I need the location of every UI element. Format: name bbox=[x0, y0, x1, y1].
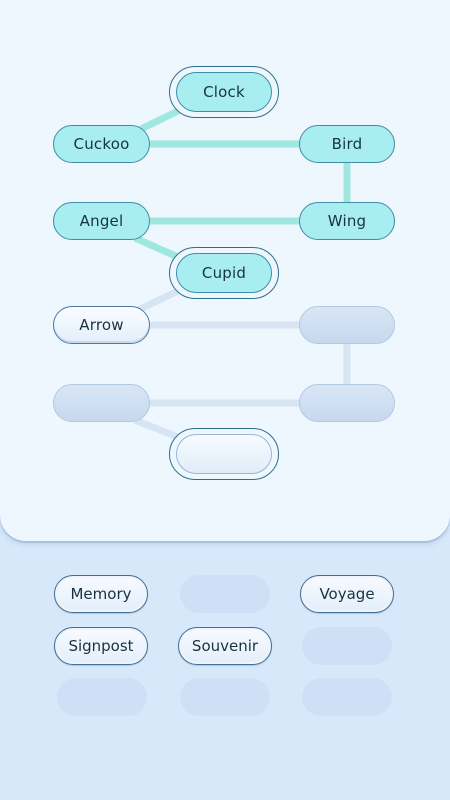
tile-empty-slot bbox=[180, 678, 270, 716]
node-cupid[interactable]: Cupid bbox=[176, 253, 272, 293]
node-clock[interactable]: Clock bbox=[176, 72, 272, 112]
tile-voyage[interactable]: Voyage bbox=[300, 575, 394, 613]
tile-memory[interactable]: Memory bbox=[54, 575, 148, 613]
node-blank-4[interactable] bbox=[176, 434, 272, 474]
node-blank-1[interactable] bbox=[299, 306, 395, 344]
tile-empty-slot bbox=[302, 678, 392, 716]
tile-empty-slot bbox=[302, 627, 392, 665]
link-blank3-blank4 bbox=[133, 416, 182, 442]
tile-signpost[interactable]: Signpost bbox=[54, 627, 148, 665]
tile-empty-slot bbox=[57, 678, 147, 716]
node-bird[interactable]: Bird bbox=[299, 125, 395, 163]
node-blank-2[interactable] bbox=[299, 384, 395, 422]
connection-lines bbox=[133, 106, 351, 442]
node-wing[interactable]: Wing bbox=[299, 202, 395, 240]
node-angel[interactable]: Angel bbox=[53, 202, 150, 240]
puzzle-board: Clock Cuckoo Bird Angel Wing Cupid Arrow bbox=[0, 0, 450, 541]
tile-souvenir[interactable]: Souvenir bbox=[178, 627, 272, 665]
node-arrow[interactable]: Arrow bbox=[53, 306, 150, 344]
node-blank-3[interactable] bbox=[53, 384, 150, 422]
tile-empty-slot bbox=[180, 575, 270, 613]
link-cupid-arrow bbox=[136, 286, 182, 314]
link-angel-cupid bbox=[133, 234, 182, 262]
node-cuckoo[interactable]: Cuckoo bbox=[53, 125, 150, 163]
